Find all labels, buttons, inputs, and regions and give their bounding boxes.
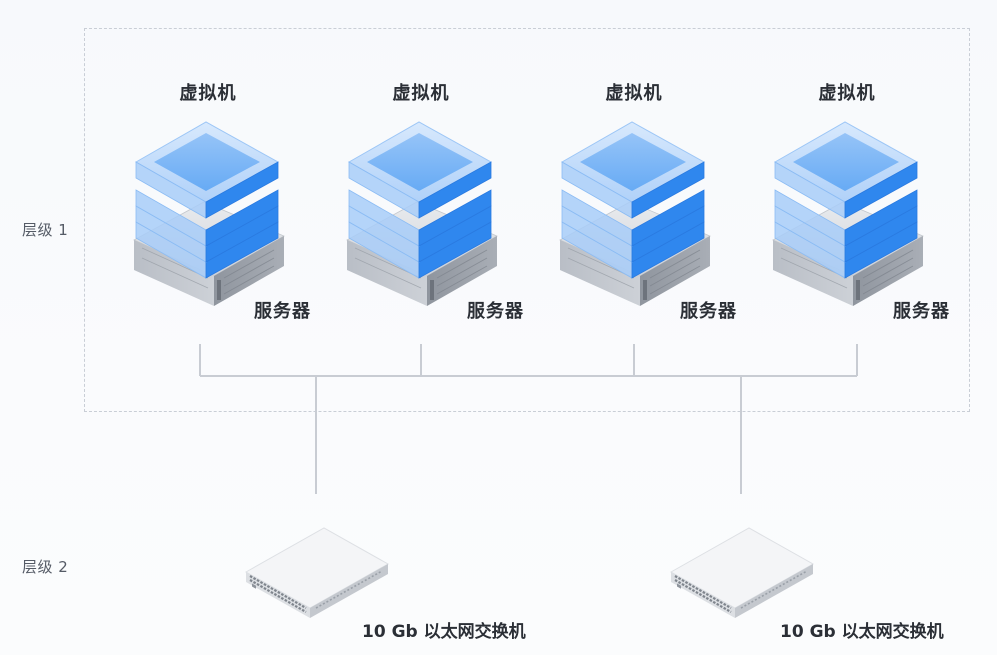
server-label-2: 服务器 (467, 301, 524, 322)
vm-label-4: 虚拟机 (818, 83, 876, 104)
switch-label-2: 10 Gb 以太网交换机 (780, 622, 944, 642)
server-vm-stack-2 (345, 118, 505, 308)
server-label-1: 服务器 (254, 301, 311, 322)
server-vm-stack-3 (558, 118, 718, 308)
ethernet-switch-1 (244, 526, 390, 620)
server-vm-stack-1 (132, 118, 292, 308)
vm-label-2: 虚拟机 (392, 83, 450, 104)
vm-label-3: 虚拟机 (605, 83, 663, 104)
ethernet-switch-2 (669, 526, 815, 620)
tier-1-container (84, 28, 970, 412)
vm-label-1: 虚拟机 (179, 83, 237, 104)
server-vm-stack-4 (771, 118, 931, 308)
switch-label-1: 10 Gb 以太网交换机 (362, 622, 526, 642)
server-label-3: 服务器 (680, 301, 737, 322)
server-label-4: 服务器 (893, 301, 950, 322)
tier-2-label: 层级 2 (22, 558, 69, 576)
tier-1-label: 层级 1 (22, 221, 69, 239)
